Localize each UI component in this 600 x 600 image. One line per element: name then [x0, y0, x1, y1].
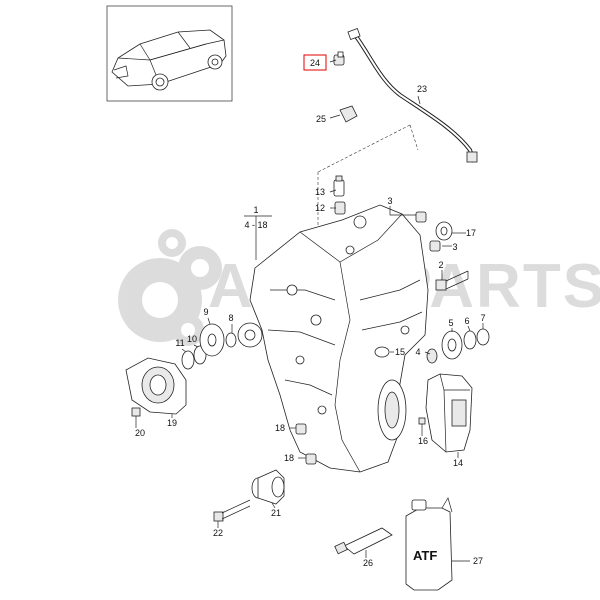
- part-16-screw: [418, 417, 426, 434]
- part-7-ring: [476, 328, 490, 346]
- part-26-sealant-tube: [334, 527, 393, 555]
- part-24-fitting: [333, 51, 345, 66]
- part-17-washer: [435, 221, 453, 241]
- part-18-upper: [295, 423, 307, 435]
- leader-lines: [135, 59, 484, 562]
- callout-21: 21: [271, 508, 281, 518]
- output-gear: [377, 379, 407, 441]
- part-8-washer: [225, 332, 237, 348]
- part-14-actuator: [425, 373, 473, 453]
- callout-5: 5: [448, 318, 453, 328]
- callout-18-lower: 18: [284, 453, 294, 463]
- part-20-bolt: [131, 407, 141, 424]
- part-13-vent: [333, 175, 345, 197]
- callout-24: 24: [310, 58, 320, 68]
- callout-18-upper: 18: [275, 423, 285, 433]
- callout-7: 7: [480, 313, 485, 323]
- part-4-seal: [426, 348, 438, 364]
- callout-14: 14: [453, 458, 463, 468]
- part-21-mount: [251, 469, 285, 505]
- callout-labels: 24 25 23 13 12 1 4 - 18 3 17 3 2 5 6 7 4…: [135, 58, 486, 568]
- callout-12: 12: [315, 203, 325, 213]
- callout-26: 26: [363, 558, 373, 568]
- callout-20: 20: [135, 428, 145, 438]
- callout-25: 25: [316, 114, 326, 124]
- highlight-box-24: [303, 54, 327, 71]
- callout-3-upper: 3: [387, 196, 392, 206]
- callout-17: 17: [466, 228, 476, 238]
- part-2-bolt: [435, 270, 469, 291]
- part-25-clip: [339, 105, 358, 123]
- breather-hose: [347, 28, 478, 163]
- callout-16: 16: [418, 436, 428, 446]
- callout-27: 27: [473, 556, 483, 566]
- part-11-ring: [181, 350, 195, 370]
- callout-2: 2: [438, 260, 443, 270]
- part-12-cap: [334, 201, 346, 215]
- part-5-ring: [441, 330, 463, 360]
- callout-4: 4: [415, 347, 420, 357]
- callout-6: 6: [464, 316, 469, 326]
- callout-22: 22: [213, 528, 223, 538]
- part-15-seal: [374, 346, 390, 358]
- part-19-cover: [125, 357, 187, 415]
- part-27-atf-container: ATF: [405, 497, 453, 591]
- part-22-bolt: [213, 499, 251, 522]
- part-3-lower: [429, 240, 441, 252]
- part-18-lower: [305, 453, 317, 465]
- callout-1-range: 4 - 18: [244, 220, 267, 230]
- callout-10: 10: [187, 334, 197, 344]
- callout-13: 13: [315, 187, 325, 197]
- callout-1: 1: [253, 205, 258, 215]
- atf-label: ATF: [413, 548, 437, 563]
- callout-9: 9: [203, 307, 208, 317]
- part-3-upper: [415, 211, 427, 223]
- part-6-ring: [463, 330, 477, 350]
- callout-23: 23: [417, 84, 427, 94]
- callout-19: 19: [167, 418, 177, 428]
- callout-8: 8: [228, 313, 233, 323]
- callout-3-lower: 3: [452, 242, 457, 252]
- callout-15: 15: [395, 347, 405, 357]
- part-9-disc: [199, 323, 225, 357]
- vehicle-inset: [106, 5, 233, 102]
- callout-11: 11: [175, 338, 184, 348]
